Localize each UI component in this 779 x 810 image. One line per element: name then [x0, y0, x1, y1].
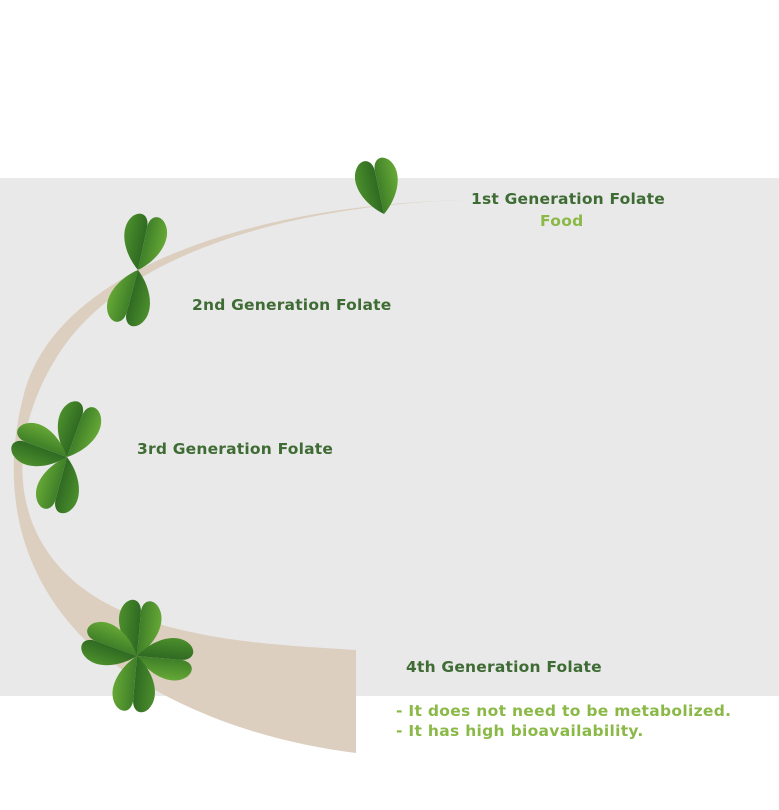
stage-4-note-1: - It does not need to be metabolized.	[396, 702, 732, 720]
clover-2-icon	[103, 211, 171, 330]
stage-1-subtitle: Food	[540, 212, 584, 230]
stage-4-note-2: - It has high bioavailability.	[396, 722, 644, 740]
timeline-path	[13, 200, 465, 753]
stage-2-title: 2nd Generation Folate	[192, 296, 392, 314]
clover-1-icon	[351, 155, 405, 219]
stage-4-title: 4th Generation Folate	[406, 658, 602, 676]
stage-1-title: 1st Generation Folate	[471, 190, 666, 208]
stage-3-title: 3rd Generation Folate	[137, 440, 334, 458]
